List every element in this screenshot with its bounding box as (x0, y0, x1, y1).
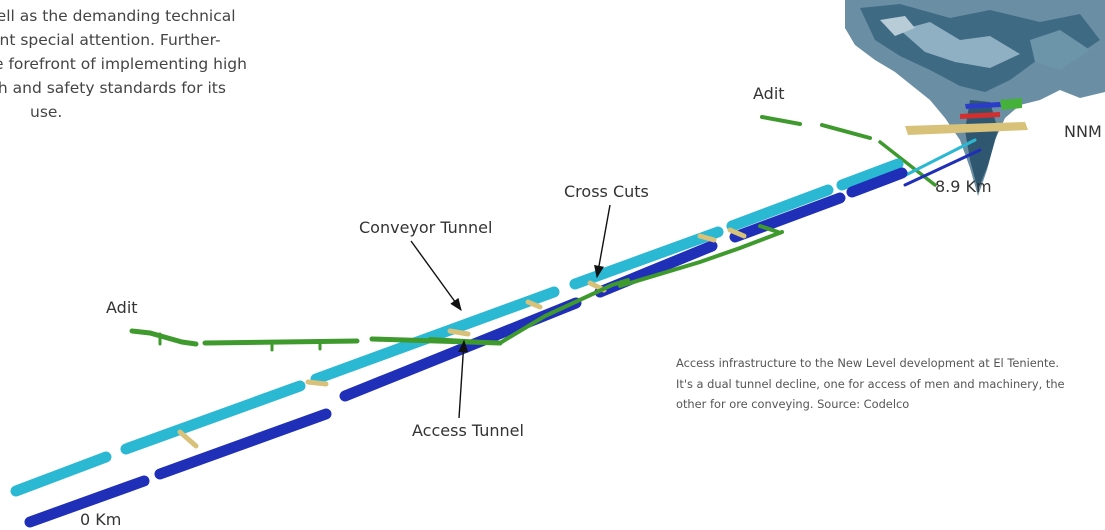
adit-left (129, 224, 784, 352)
intro-line: use. (30, 103, 63, 121)
label-km-start: 0 Km (80, 510, 122, 529)
figure-caption: Access infrastructure to the New Level d… (676, 356, 1065, 411)
label-km-end: 8.9 Km (935, 177, 992, 196)
label-adit-top: Adit (753, 84, 785, 103)
intro-line: e forefront of implementing high (0, 55, 247, 73)
intro-line: ant special attention. Further- (0, 31, 221, 49)
intro-paragraph: well as the demanding technical ant spec… (0, 4, 330, 124)
arrow-cross-cuts (594, 204, 611, 279)
label-cross-cuts: Cross Cuts (564, 182, 649, 201)
nnm-levels (905, 98, 1028, 135)
arrow-conveyor-tunnel (410, 240, 462, 312)
arrow-access-tunnel (458, 339, 469, 419)
conveyor-tunnel (10, 158, 904, 497)
label-adit-left: Adit (106, 298, 138, 317)
intro-line: well as the demanding technical (0, 7, 236, 25)
label-conveyor-tunnel: Conveyor Tunnel (359, 218, 493, 237)
adit-top (760, 115, 937, 187)
label-nnm: NNM (1064, 122, 1102, 141)
terrain-model (845, 0, 1105, 196)
label-access-tunnel: Access Tunnel (412, 421, 524, 440)
intro-line: alth and safety standards for its (0, 79, 226, 97)
